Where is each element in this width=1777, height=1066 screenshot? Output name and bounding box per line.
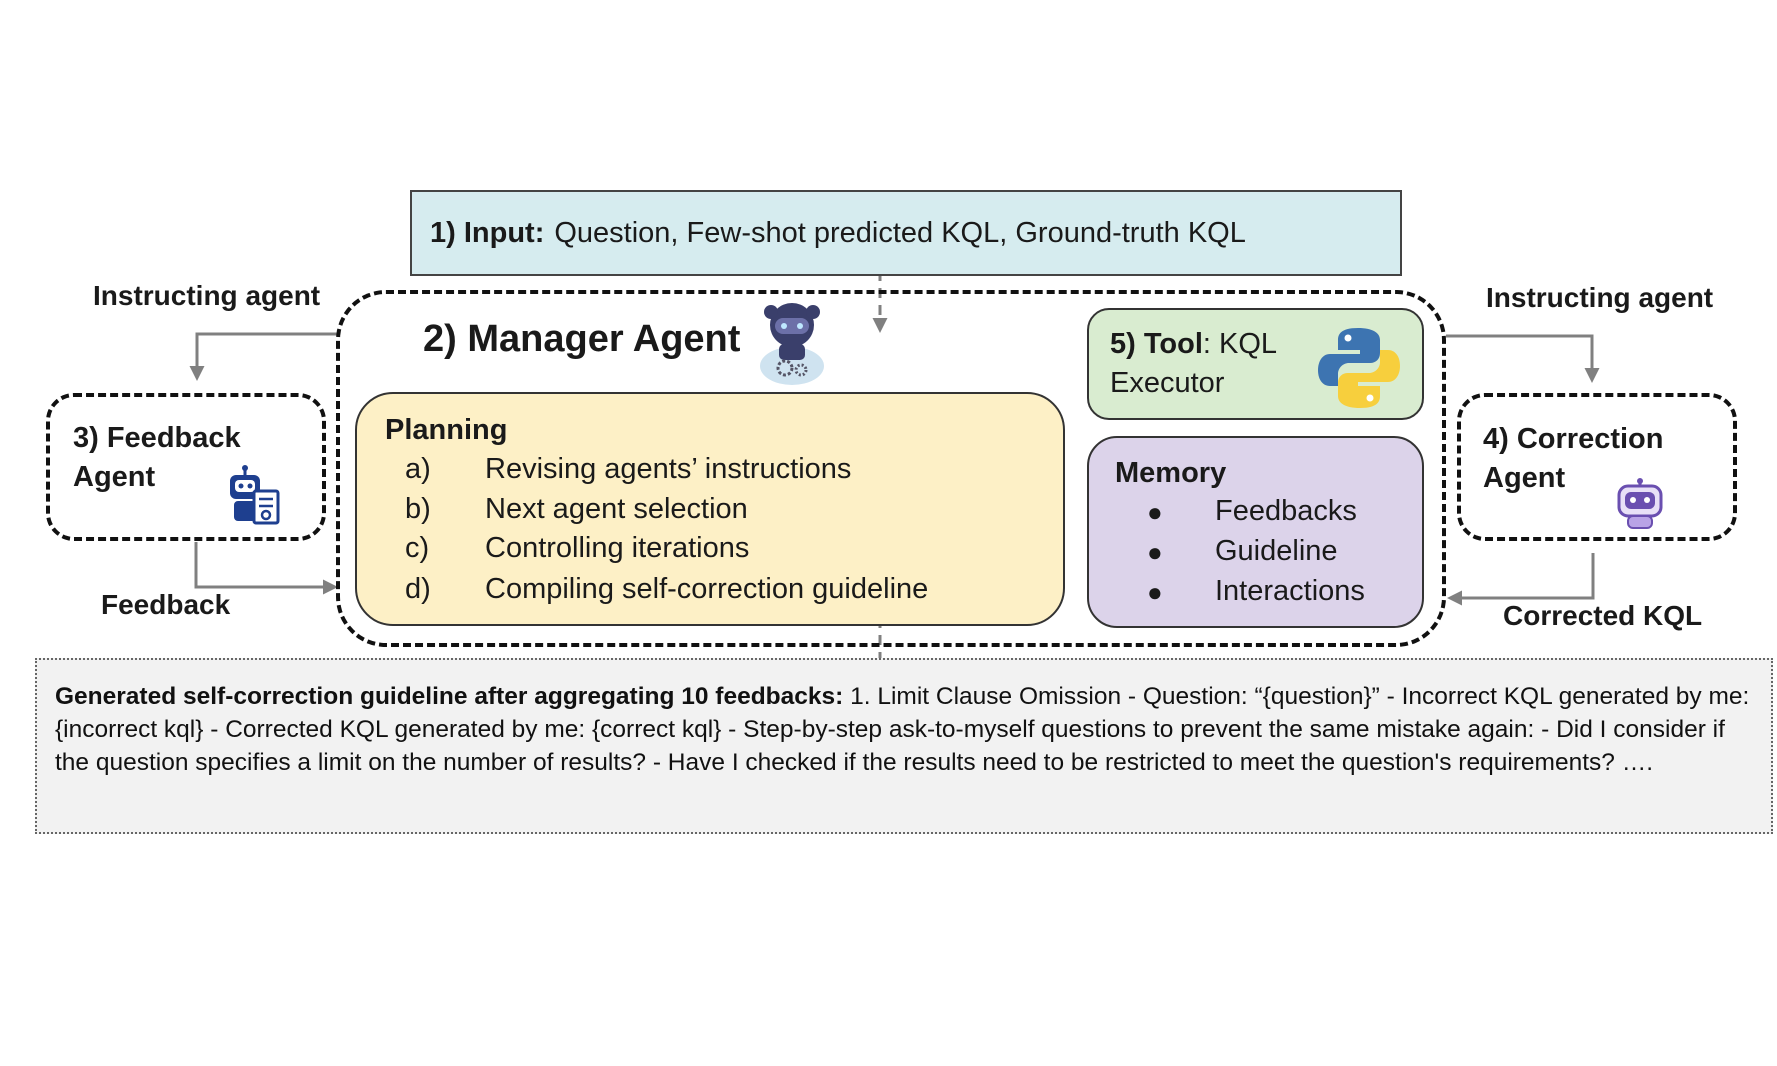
- planning-item-text: Next agent selection: [485, 493, 748, 525]
- bullet-icon: ●: [1147, 577, 1163, 607]
- planning-item-letter: c): [405, 532, 430, 564]
- memory-box: [1087, 436, 1424, 628]
- tool-subtitle: Executor: [1110, 367, 1225, 399]
- feedback-agent-subtitle: Agent: [73, 461, 156, 493]
- feedback-robot-icon: [230, 465, 280, 525]
- tool-title: 5) Tool: KQL: [1110, 328, 1277, 361]
- planning-item-text: Controlling iterations: [485, 532, 750, 564]
- planning-item-letter: d): [405, 573, 431, 605]
- memory-item: Guideline: [1215, 535, 1338, 567]
- instructing-left-arrow: [189, 332, 340, 381]
- instructing-agent-right-label: Instructing agent: [1486, 282, 1714, 313]
- input-box: 1) Input: Question, Few-shot predicted K…: [410, 190, 1402, 276]
- manager-agent-box: [336, 290, 1446, 647]
- feedback-agent-title: 3) Feedback: [73, 422, 241, 454]
- manager-agent-title: 2) Manager Agent: [423, 318, 741, 360]
- feedback-arrow: [194, 542, 338, 595]
- planning-box: [355, 392, 1065, 626]
- correction-agent-subtitle: Agent: [1483, 462, 1566, 494]
- guideline-text: 1. Limit Clause Omission - Question: “{q…: [55, 683, 1750, 776]
- instructing-agent-left-label: Instructing agent: [93, 280, 321, 311]
- memory-item: Interactions: [1215, 575, 1365, 607]
- corrected-kql-arrow: [1447, 553, 1595, 606]
- input-label: 1) Input:: [430, 216, 545, 249]
- planning-item-text: Revising agents’ instructions: [485, 453, 852, 485]
- tool-text: : KQL: [1202, 328, 1278, 360]
- correction-robot-icon: [1617, 478, 1663, 529]
- planning-item-text: Compiling self-correction guideline: [485, 573, 929, 605]
- instructing-right-arrow: [1446, 334, 1600, 383]
- correction-agent-title: 4) Correction: [1483, 423, 1664, 455]
- memory-title: Memory: [1115, 457, 1227, 489]
- memory-item: Feedbacks: [1215, 495, 1357, 527]
- input-text: Question, Few-shot predicted KQL, Ground…: [554, 216, 1246, 249]
- planning-title: Planning: [385, 414, 508, 446]
- manager-robot-icon: [760, 303, 824, 385]
- bullet-icon: ●: [1147, 537, 1163, 567]
- guideline-box: Generated self-correction guideline afte…: [35, 658, 1773, 834]
- correction-agent-box: [1457, 393, 1737, 541]
- tool-label: 5) Tool: [1110, 328, 1203, 360]
- feedback-agent-box: [46, 393, 326, 541]
- python-logo-icon: [1318, 328, 1400, 408]
- guideline-title: Generated self-correction guideline afte…: [55, 683, 844, 710]
- planning-item-letter: a): [405, 453, 431, 485]
- bullet-icon: ●: [1147, 497, 1163, 527]
- planning-item-letter: b): [405, 493, 431, 525]
- corrected-kql-label: Corrected KQL: [1503, 600, 1703, 631]
- feedback-label: Feedback: [101, 589, 231, 620]
